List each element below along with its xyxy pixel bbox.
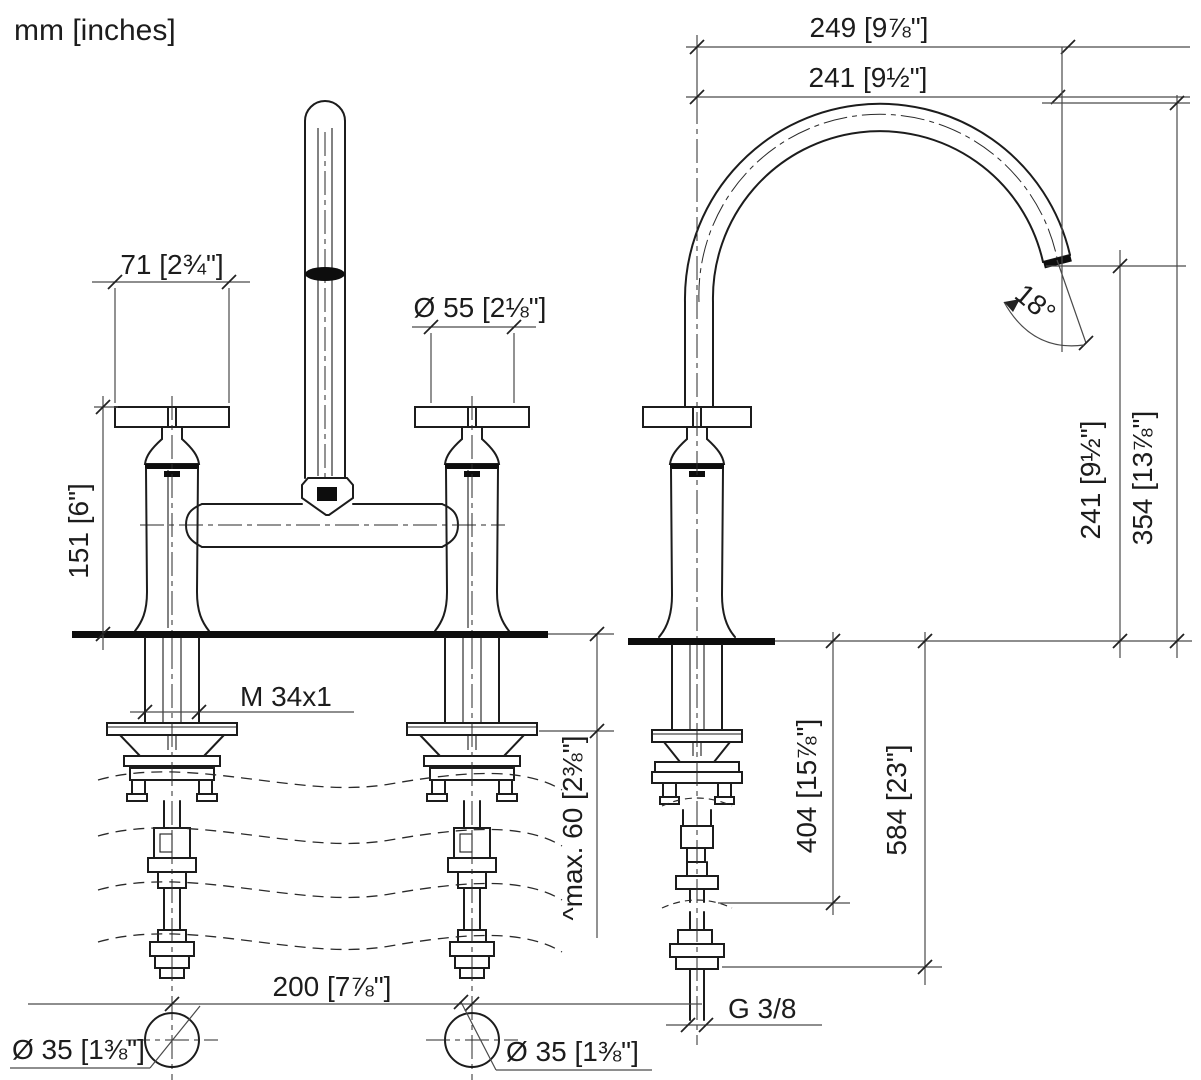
svg-text:404 [15⅞"]: 404 [15⅞"] xyxy=(791,719,822,854)
svg-text:354 [13⅞"]: 354 [13⅞"] xyxy=(1127,411,1158,546)
svg-text:200 [7⅞"]: 200 [7⅞"] xyxy=(273,971,392,1002)
dim-hole-spacing: 200 [7⅞"] xyxy=(28,971,702,1012)
spout-front xyxy=(301,100,354,516)
bridge-tube xyxy=(140,503,505,548)
countertop-front xyxy=(72,631,548,638)
dim-handle-width: 71 [2¾"] xyxy=(92,249,250,403)
svg-text:Ø 35 [1⅜"]: Ø 35 [1⅜"] xyxy=(506,1036,639,1067)
mounting-right xyxy=(406,637,538,1080)
dim-total-height: 354 [13⅞"] xyxy=(1042,95,1190,658)
dim-hole-right: Ø 35 [1⅜"] xyxy=(453,994,652,1071)
svg-text:249 [9⅞"]: 249 [9⅞"] xyxy=(810,12,929,43)
svg-text:241 [9½"]: 241 [9½"] xyxy=(1075,421,1106,540)
dim-handle-diameter: Ø 55 [2⅛"] xyxy=(412,292,546,403)
dim-hole-left: Ø 35 [1⅜"] xyxy=(10,1005,201,1069)
front-view xyxy=(72,100,614,1080)
svg-text:Ø 35 [1⅜"]: Ø 35 [1⅜"] xyxy=(12,1034,145,1065)
label-connection-thread: G 3/8 xyxy=(666,993,822,1033)
svg-text:71 [2¾"]: 71 [2¾"] xyxy=(120,249,223,280)
dim-valve-depth: 404 [15⅞"] xyxy=(718,632,850,915)
spout-side xyxy=(683,102,1072,408)
dim-hose-depth: 584 [23"] xyxy=(722,632,942,985)
svg-text:G 3/8: G 3/8 xyxy=(728,993,796,1024)
break-lines xyxy=(97,771,563,953)
units-label: mm [inches] xyxy=(14,14,176,47)
dim-spout-reach-tip: 249 [9⅞"] xyxy=(686,12,1190,55)
spout-joint-band xyxy=(305,267,345,281)
handle-right xyxy=(414,396,530,645)
spout-junction xyxy=(301,477,354,516)
svg-text:Ø 55 [2⅛"]: Ø 55 [2⅛"] xyxy=(414,292,547,323)
svg-text:241 [9½"]: 241 [9½"] xyxy=(809,62,928,93)
side-view xyxy=(628,35,1192,1045)
svg-text:584 [23"]: 584 [23"] xyxy=(881,744,912,855)
arc-arrowhead xyxy=(1004,299,1020,312)
annotations: mm [inches] 71 [2¾"] Ø 55 [2⅛"] 151 [6"] xyxy=(10,12,1190,1071)
handle-left xyxy=(114,396,230,645)
mounting-side xyxy=(651,644,743,1045)
svg-text:151 [6"]: 151 [6"] xyxy=(63,483,94,579)
dim-max-mounting-thickness: ^max. 60 [2⅜"] xyxy=(539,626,614,938)
dim-body-height: 151 [6"] xyxy=(63,396,118,650)
countertop-side xyxy=(628,638,775,645)
svg-text:^max. 60 [2⅜"]: ^max. 60 [2⅜"] xyxy=(557,736,588,921)
handle-side xyxy=(642,35,752,645)
mounting-left xyxy=(106,637,238,1080)
mounting-hole-right xyxy=(426,1012,518,1068)
svg-text:M 34x1: M 34x1 xyxy=(240,681,332,712)
dim-spout-reach-center: 241 [9½"] xyxy=(686,62,1190,105)
hose-connector xyxy=(677,929,713,945)
dim-outlet-height: 241 [9½"] xyxy=(1046,250,1186,658)
label-shank-thread: M 34x1 xyxy=(130,681,354,720)
